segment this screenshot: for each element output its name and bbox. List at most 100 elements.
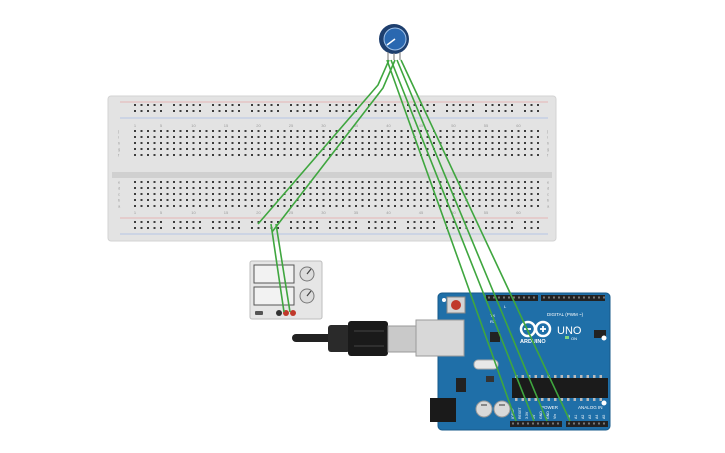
breadboard-hole[interactable] [134, 142, 136, 144]
breadboard-hole[interactable] [491, 205, 494, 207]
breadboard-hole[interactable] [504, 110, 507, 112]
breadboard-hole[interactable] [524, 110, 526, 112]
breadboard-hole[interactable] [257, 142, 260, 144]
breadboard-hole[interactable] [264, 142, 266, 144]
breadboard-hole[interactable] [316, 110, 318, 112]
breadboard-hole[interactable] [413, 104, 416, 106]
breadboard-hole[interactable] [309, 193, 312, 195]
breadboard-hole[interactable] [218, 205, 221, 207]
breadboard-hole[interactable] [173, 227, 175, 229]
breadboard-hole[interactable] [296, 148, 299, 150]
breadboard-hole[interactable] [205, 136, 208, 138]
breadboard-hole[interactable] [472, 181, 474, 183]
breadboard-hole[interactable] [459, 142, 461, 144]
breadboard-hole[interactable] [147, 148, 149, 150]
breadboard-hole[interactable] [459, 181, 461, 183]
breadboard-hole[interactable] [316, 199, 318, 201]
breadboard-hole[interactable] [179, 187, 182, 189]
breadboard-hole[interactable] [420, 221, 422, 223]
breadboard-hole[interactable] [524, 227, 526, 229]
breadboard-hole[interactable] [394, 205, 396, 207]
breadboard-hole[interactable] [407, 130, 409, 132]
breadboard-hole[interactable] [524, 148, 526, 150]
breadboard-hole[interactable] [218, 110, 221, 112]
breadboard-hole[interactable] [160, 142, 162, 144]
breadboard-hole[interactable] [446, 104, 448, 106]
breadboard-hole[interactable] [192, 227, 195, 229]
breadboard-hole[interactable] [277, 130, 279, 132]
breadboard-hole[interactable] [439, 205, 442, 207]
breadboard-hole[interactable] [231, 130, 234, 132]
wire-4[interactable] [390, 59, 535, 422]
breadboard-hole[interactable] [134, 104, 136, 106]
breadboard-hole[interactable] [290, 193, 292, 195]
breadboard-hole[interactable] [368, 110, 370, 112]
breadboard-hole[interactable] [296, 227, 299, 229]
breadboard-hole[interactable] [205, 193, 208, 195]
breadboard-hole[interactable] [524, 130, 526, 132]
breadboard-hole[interactable] [426, 227, 429, 229]
power-switch[interactable] [255, 311, 263, 315]
breadboard-hole[interactable] [140, 142, 143, 144]
breadboard-hole[interactable] [205, 130, 208, 132]
breadboard-hole[interactable] [381, 187, 383, 189]
breadboard-hole[interactable] [134, 227, 136, 229]
power-header[interactable] [510, 421, 562, 427]
breadboard-hole[interactable] [296, 221, 299, 223]
breadboard-hole[interactable] [504, 199, 507, 201]
breadboard-hole[interactable] [517, 136, 520, 138]
breadboard-hole[interactable] [355, 130, 357, 132]
breadboard-hole[interactable] [504, 193, 507, 195]
breadboard-hole[interactable] [153, 181, 156, 183]
breadboard-hole[interactable] [212, 130, 214, 132]
breadboard-hole[interactable] [303, 193, 305, 195]
breadboard-hole[interactable] [186, 181, 188, 183]
wire-1[interactable] [257, 59, 390, 225]
breadboard-hole[interactable] [290, 154, 292, 156]
breadboard-hole[interactable] [264, 227, 266, 229]
breadboard-hole[interactable] [459, 130, 461, 132]
breadboard-hole[interactable] [153, 104, 156, 106]
breadboard-hole[interactable] [355, 221, 357, 223]
breadboard-hole[interactable] [530, 193, 533, 195]
breadboard-hole[interactable] [452, 221, 455, 223]
breadboard-hole[interactable] [238, 136, 240, 138]
breadboard-hole[interactable] [485, 221, 487, 223]
breadboard-hole[interactable] [283, 142, 286, 144]
breadboard-hole[interactable] [504, 130, 507, 132]
breadboard-hole[interactable] [517, 187, 520, 189]
breadboard-hole[interactable] [433, 181, 435, 183]
breadboard-hole[interactable] [374, 130, 377, 132]
breadboard-hole[interactable] [400, 148, 403, 150]
breadboard-hole[interactable] [413, 110, 416, 112]
breadboard-hole[interactable] [511, 142, 513, 144]
breadboard-hole[interactable] [205, 181, 208, 183]
breadboard-hole[interactable] [329, 193, 331, 195]
breadboard-hole[interactable] [537, 142, 539, 144]
breadboard-hole[interactable] [277, 193, 279, 195]
wire-3[interactable] [386, 59, 517, 422]
breadboard-hole[interactable] [270, 154, 273, 156]
breadboard-hole[interactable] [251, 130, 253, 132]
breadboard-hole[interactable] [212, 136, 214, 138]
breadboard-hole[interactable] [277, 221, 279, 223]
breadboard-hole[interactable] [348, 193, 351, 195]
breadboard-hole[interactable] [199, 130, 201, 132]
breadboard-hole[interactable] [530, 130, 533, 132]
breadboard-hole[interactable] [478, 181, 481, 183]
breadboard-hole[interactable] [400, 154, 403, 156]
breadboard-hole[interactable] [140, 221, 143, 223]
breadboard-hole[interactable] [511, 110, 513, 112]
breadboard-hole[interactable] [244, 142, 247, 144]
breadboard-hole[interactable] [400, 142, 403, 144]
breadboard-hole[interactable] [186, 130, 188, 132]
breadboard-hole[interactable] [387, 148, 390, 150]
breadboard-hole[interactable] [342, 227, 344, 229]
breadboard-hole[interactable] [413, 199, 416, 201]
breadboard-hole[interactable] [335, 187, 338, 189]
breadboard-hole[interactable] [322, 193, 325, 195]
breadboard-holes[interactable] [134, 104, 539, 229]
breadboard-hole[interactable] [257, 136, 260, 138]
breadboard-hole[interactable] [342, 193, 344, 195]
